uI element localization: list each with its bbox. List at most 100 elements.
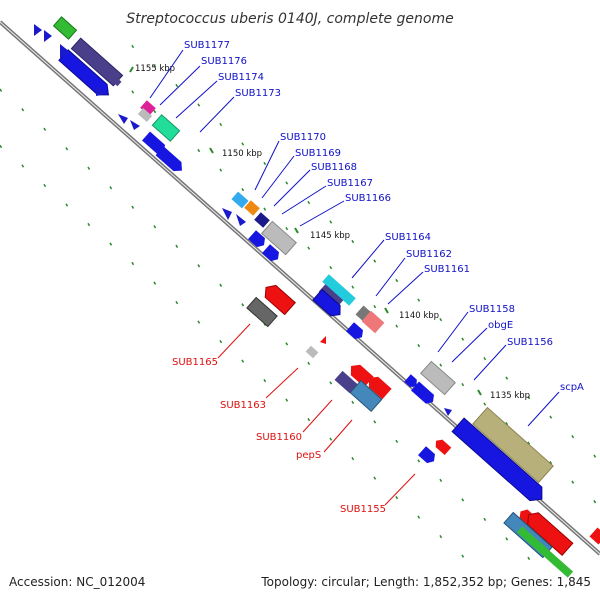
gene-label-SUB1169[interactable]: SUB1169 xyxy=(295,148,341,159)
gene-label-SUB1166[interactable]: SUB1166 xyxy=(345,193,391,204)
tick-mark xyxy=(351,239,355,244)
gene-label-SUB1167[interactable]: SUB1167 xyxy=(327,178,373,189)
tick-mark xyxy=(439,535,443,539)
tick-mark xyxy=(373,476,377,480)
tick-mark xyxy=(219,283,223,287)
tick-mark xyxy=(461,554,465,558)
tick-mark xyxy=(329,381,333,385)
genome-stats-text: Topology: circular; Length: 1,852,352 bp… xyxy=(260,575,591,589)
gene-label-SUB1165[interactable]: SUB1165 xyxy=(172,357,218,368)
tick-mark xyxy=(285,181,289,185)
tick-mark xyxy=(241,303,245,307)
tick-mark xyxy=(439,363,443,367)
tick-mark xyxy=(197,320,201,324)
tick-mark xyxy=(87,222,91,227)
tick-mark xyxy=(417,344,421,348)
tick-mark xyxy=(153,225,157,229)
gene-arrow xyxy=(444,408,452,416)
gene-label-pepS[interactable]: pepS xyxy=(296,450,321,461)
ruler-label-1145: 1145 kbp xyxy=(310,231,350,241)
gene-label-SUB1161[interactable]: SUB1161 xyxy=(424,264,470,275)
tick-mark xyxy=(373,304,377,309)
tick-mark xyxy=(527,556,531,561)
tick-mark xyxy=(263,207,267,211)
tick-mark xyxy=(351,285,355,289)
gene-arrow xyxy=(320,336,326,344)
gene-arrow xyxy=(60,44,70,58)
tick-mark xyxy=(307,200,311,205)
gene-label-SUB1170[interactable]: SUB1170 xyxy=(280,132,326,143)
tick-mark xyxy=(417,298,421,302)
ruler-label-1155: 1155 kbp xyxy=(135,64,175,74)
tick-mark xyxy=(43,127,47,131)
gene-arrow xyxy=(44,30,52,42)
gene-label-SUB1173[interactable]: SUB1173 xyxy=(235,88,281,99)
gene-label-SUB1155[interactable]: SUB1155 xyxy=(340,504,386,515)
tick-mark xyxy=(593,454,597,458)
tick-mark xyxy=(351,400,355,404)
map-title: Streptococcus uberis 0140J, complete gen… xyxy=(126,11,453,27)
tick-mark xyxy=(175,244,179,248)
tick-mark xyxy=(373,420,377,424)
gene-label-SUB1158[interactable]: SUB1158 xyxy=(469,304,515,315)
tick-mark xyxy=(329,265,333,270)
tick-mark xyxy=(505,537,509,541)
tick-mark xyxy=(461,337,465,341)
tick-mark xyxy=(197,103,201,107)
gene-label-SUB1174[interactable]: SUB1174 xyxy=(218,72,264,83)
gene-label-SUB1164[interactable]: SUB1164 xyxy=(385,232,431,243)
tick-mark xyxy=(307,417,311,422)
gene-label-SUB1176[interactable]: SUB1176 xyxy=(201,56,247,67)
tick-mark xyxy=(241,187,245,192)
tick-mark xyxy=(461,498,465,502)
gene-arrow xyxy=(118,114,128,124)
tick-mark xyxy=(373,259,377,263)
gene-label-obgE[interactable]: obgE xyxy=(488,320,513,331)
gene-label-scpA[interactable]: scpA xyxy=(560,382,584,393)
gene-arrow xyxy=(222,208,232,220)
tick-mark xyxy=(593,500,597,504)
tick-mark xyxy=(219,168,223,172)
tick-guides xyxy=(0,44,597,561)
tick-mark xyxy=(329,220,333,224)
tick-mark xyxy=(307,361,311,365)
tick-mark xyxy=(285,398,289,402)
tick-mark xyxy=(395,439,399,444)
tick-mark xyxy=(241,359,245,363)
tick-mark xyxy=(549,415,553,419)
ruler-labels: 1155 kbp 1150 kbp 1145 kbp 1140 kbp 1135… xyxy=(129,64,530,401)
tick-mark xyxy=(109,186,113,190)
tick-mark xyxy=(527,441,531,445)
gene-label-SUB1163[interactable]: SUB1163 xyxy=(220,400,266,411)
tick-mark xyxy=(505,376,509,380)
tick-mark xyxy=(285,226,289,231)
forward-strand-genes xyxy=(34,16,554,502)
accession-text: Accession: NC_012004 xyxy=(9,575,145,589)
tick-mark xyxy=(153,281,157,285)
tick-mark xyxy=(395,278,399,283)
ruler-label-1150: 1150 kbp xyxy=(222,149,262,159)
tick-mark xyxy=(175,300,179,305)
tick-mark xyxy=(461,383,465,387)
tick-mark xyxy=(197,148,201,153)
tick-mark xyxy=(417,459,421,463)
tick-mark xyxy=(395,496,399,500)
tick-mark xyxy=(483,402,487,406)
tick-mark xyxy=(131,44,135,49)
tick-mark xyxy=(131,261,135,266)
tick-mark xyxy=(131,205,135,209)
tick-mark xyxy=(153,64,157,68)
tick-mark xyxy=(21,164,25,168)
gene-label-SUB1168[interactable]: SUB1168 xyxy=(311,162,357,173)
gene-label-SUB1177[interactable]: SUB1177 xyxy=(184,40,230,51)
gene-label-SUB1160[interactable]: SUB1160 xyxy=(256,432,302,443)
tick-mark xyxy=(439,317,443,322)
tick-mark xyxy=(549,461,553,465)
tick-mark xyxy=(395,324,399,328)
ruler-label-1135: 1135 kbp xyxy=(490,391,530,401)
gene-label-SUB1156[interactable]: SUB1156 xyxy=(507,337,553,348)
gene-label-SUB1162[interactable]: SUB1162 xyxy=(406,249,452,260)
tick-mark xyxy=(43,183,47,188)
